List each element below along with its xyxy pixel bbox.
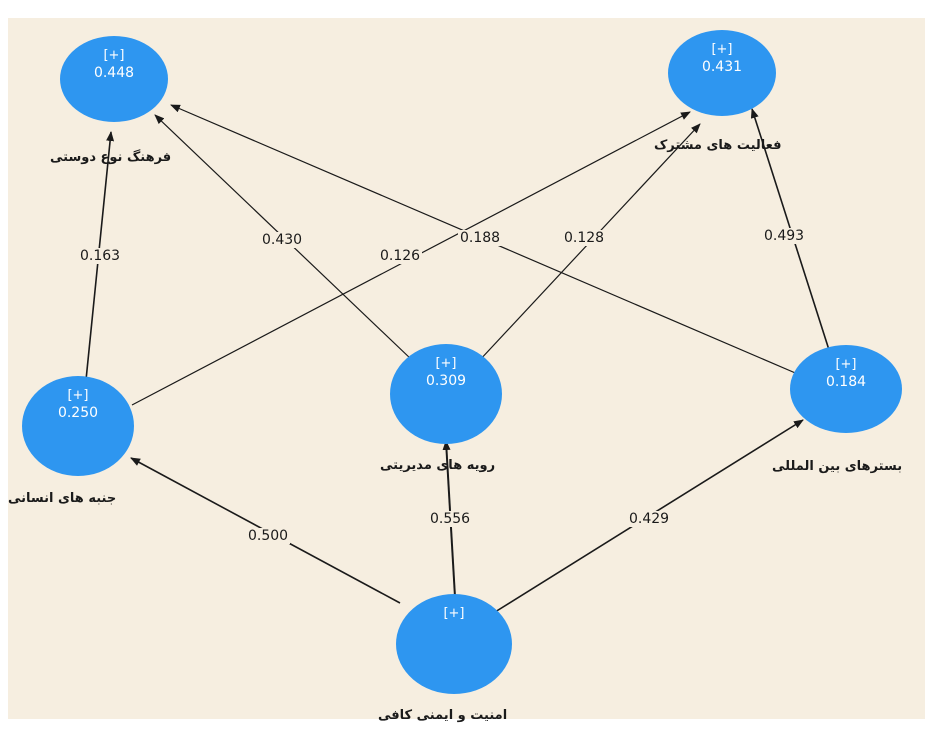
expand-icon[interactable]: [+] [711, 42, 733, 57]
node-raviye[interactable]: [+] 0.309 [390, 344, 502, 444]
node-faaliat[interactable]: [+] 0.431 [668, 30, 776, 116]
node-label-amniat: امنیت و ایمنی کافی [378, 708, 508, 723]
expand-icon[interactable]: [+] [835, 357, 857, 372]
node-label-janbe: جنبه های انسانی [8, 491, 117, 506]
node-r-squared: 0.431 [701, 59, 743, 75]
node-janbe[interactable]: [+] 0.250 [22, 376, 134, 476]
node-label-faaliat: فعالیت های مشترک [654, 138, 782, 153]
coef-raviye-faaliat: 0.128 [562, 230, 607, 246]
expand-icon[interactable]: [+] [103, 48, 125, 63]
coef-amniat-bastar: 0.429 [627, 511, 672, 527]
node-r-squared: 0.309 [425, 373, 467, 389]
coef-janbe-faaliat: 0.126 [378, 248, 423, 264]
node-r-squared: 0.184 [825, 374, 867, 390]
coef-janbe-farhang: 0.163 [78, 248, 123, 264]
node-r-squared: 0.448 [93, 65, 135, 81]
node-label-raviye: رویه های مدیریتی [380, 458, 496, 473]
expand-icon[interactable]: [+] [67, 388, 89, 403]
node-r-squared: 0.250 [57, 405, 99, 421]
node-label-farhang: فرهنگ نوع دوستی [50, 150, 172, 165]
node-farhang[interactable]: [+] 0.448 [60, 36, 168, 122]
coef-bastar-farhang: 0.188 [458, 230, 503, 246]
coef-amniat-raviye: 0.556 [428, 511, 473, 527]
coef-amniat-janbe: 0.500 [246, 528, 291, 544]
coef-raviye-farhang: 0.430 [260, 232, 305, 248]
node-label-bastar: بسترهای بین المللی [772, 459, 903, 474]
node-amniat[interactable]: [+] [396, 594, 512, 694]
expand-icon[interactable]: [+] [435, 356, 457, 371]
expand-icon[interactable]: [+] [443, 606, 465, 621]
coef-bastar-faaliat: 0.493 [762, 228, 807, 244]
node-bastar[interactable]: [+] 0.184 [790, 345, 902, 433]
